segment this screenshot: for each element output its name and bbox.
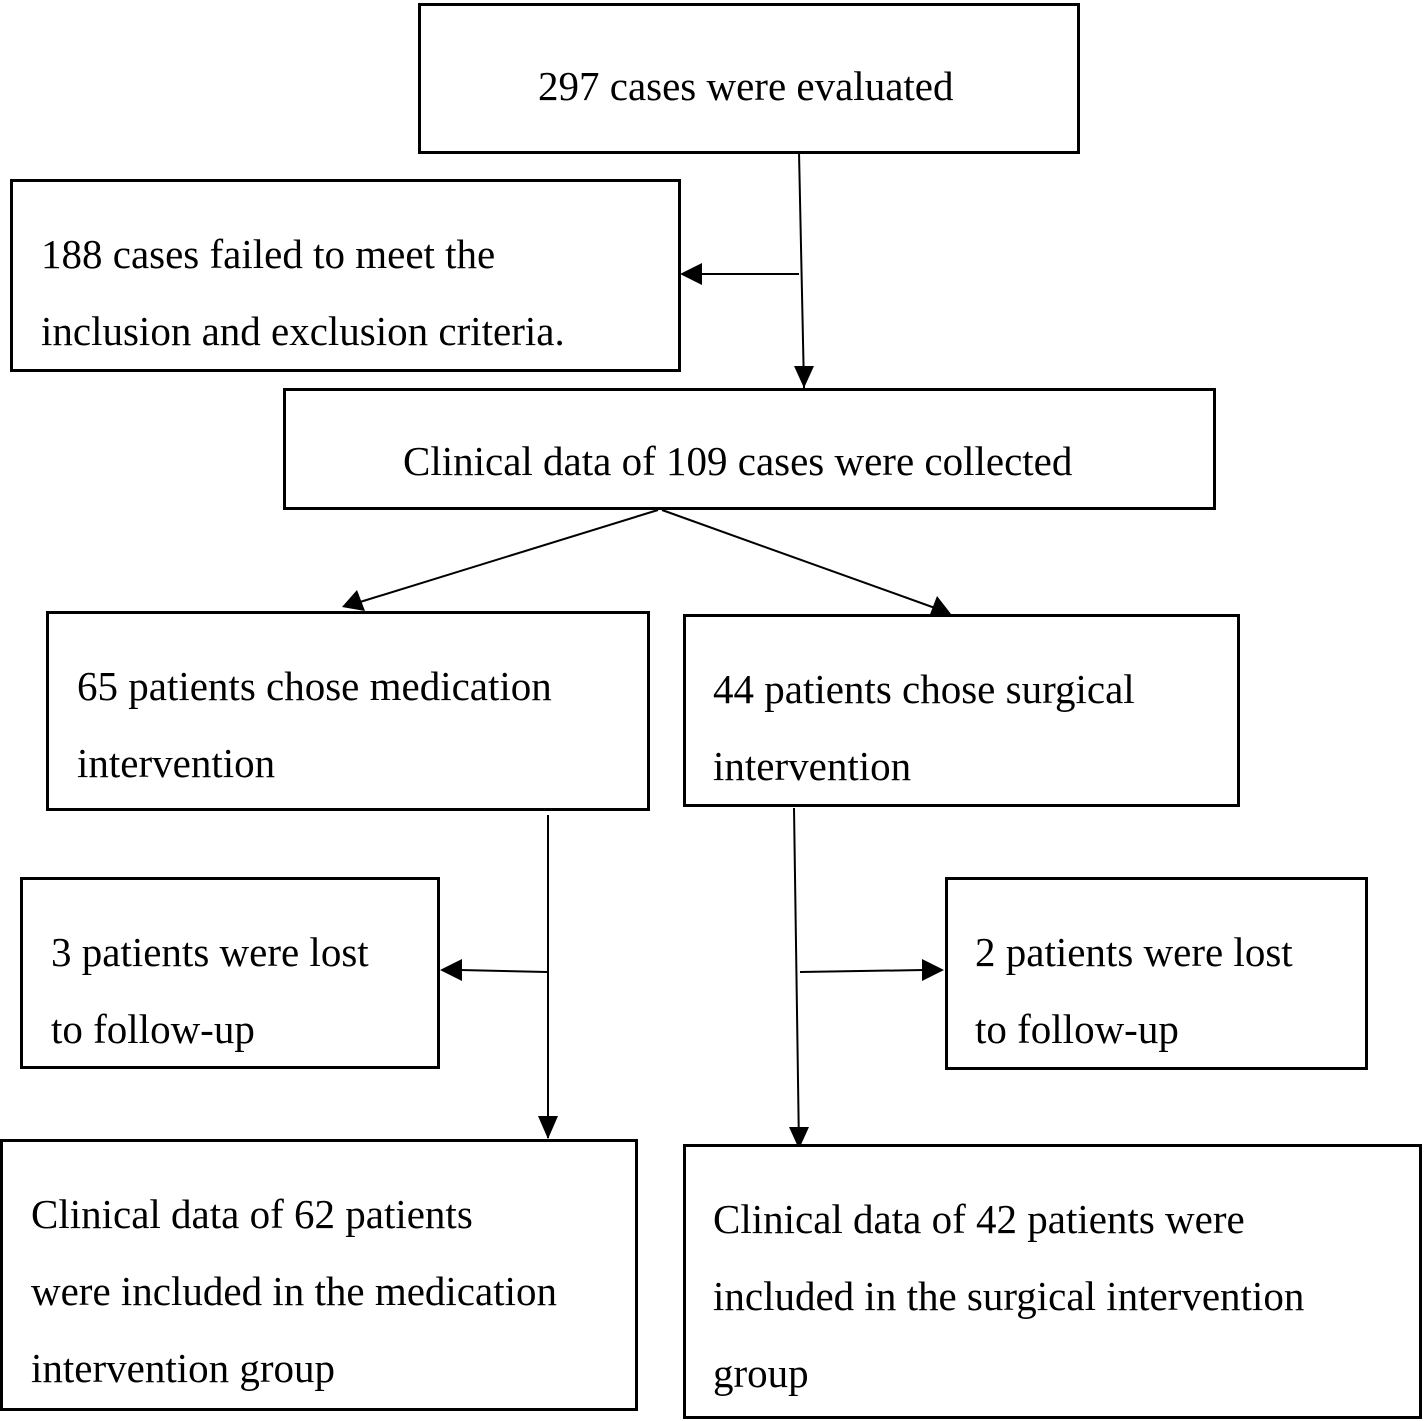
box-text-line: group bbox=[713, 1350, 809, 1396]
arrowhead-collected-to-medication bbox=[342, 590, 365, 611]
box-text-line: 2 patients were lost bbox=[975, 929, 1293, 975]
arrowhead-collected-to-surgical bbox=[929, 596, 951, 617]
arrow-surgical-to-group bbox=[793, 807, 800, 1149]
box-text-line: 188 cases failed to meet the bbox=[41, 231, 496, 277]
box-text-line: 3 patients were lost bbox=[51, 929, 369, 975]
box-text-line: intervention bbox=[77, 740, 276, 786]
box-text-line: Clinical data of 109 cases were collecte… bbox=[403, 438, 1073, 484]
box-text-line: were included in the medication bbox=[31, 1268, 557, 1314]
box-data-collected: Clinical data of 109 cases were collecte… bbox=[283, 388, 1216, 510]
arrowhead-to-excluded bbox=[680, 263, 702, 285]
box-text-line: intervention bbox=[713, 743, 912, 789]
box-text-line: 65 patients chose medication bbox=[77, 663, 552, 709]
box-text-line: inclusion and exclusion criteria. bbox=[41, 308, 565, 354]
arrowhead-medication-to-group bbox=[538, 1116, 558, 1139]
arrow-to-lost-medication bbox=[459, 969, 548, 973]
box-text-line: Clinical data of 42 patients were bbox=[713, 1196, 1245, 1242]
box-text-line: 44 patients chose surgical bbox=[713, 666, 1135, 712]
arrowhead-to-lost-surgical bbox=[922, 959, 944, 981]
arrow-collected-to-surgical bbox=[661, 509, 936, 609]
box-medication-group: Clinical data of 62 patients were includ… bbox=[0, 1139, 638, 1411]
box-surgical-choice: 44 patients chose surgical intervention bbox=[683, 614, 1240, 807]
arrowhead-evaluated-to-collected bbox=[794, 366, 814, 388]
arrow-to-lost-surgical bbox=[799, 969, 925, 973]
box-text-line: to follow-up bbox=[975, 1006, 1179, 1052]
arrowhead-to-lost-medication bbox=[440, 959, 462, 981]
box-medication-choice: 65 patients chose medication interventio… bbox=[46, 611, 650, 811]
box-cases-evaluated: 297 cases were evaluated bbox=[418, 3, 1080, 154]
box-lost-surgical: 2 patients were lost to follow-up bbox=[945, 877, 1368, 1070]
box-text-line: to follow-up bbox=[51, 1006, 255, 1052]
box-lost-medication: 3 patients were lost to follow-up bbox=[20, 877, 440, 1069]
box-text-line: Clinical data of 62 patients bbox=[31, 1191, 473, 1237]
box-excluded-cases: 188 cases failed to meet the inclusion a… bbox=[10, 179, 681, 372]
box-text-line: 297 cases were evaluated bbox=[538, 63, 954, 109]
box-surgical-group: Clinical data of 42 patients were includ… bbox=[683, 1144, 1422, 1419]
arrow-evaluated-to-collected bbox=[798, 151, 805, 389]
box-text-line: included in the surgical intervention bbox=[713, 1273, 1305, 1319]
arrowhead-surgical-to-group bbox=[789, 1127, 809, 1149]
arrow-collected-to-medication bbox=[359, 509, 659, 603]
box-text-line: intervention group bbox=[31, 1345, 336, 1391]
